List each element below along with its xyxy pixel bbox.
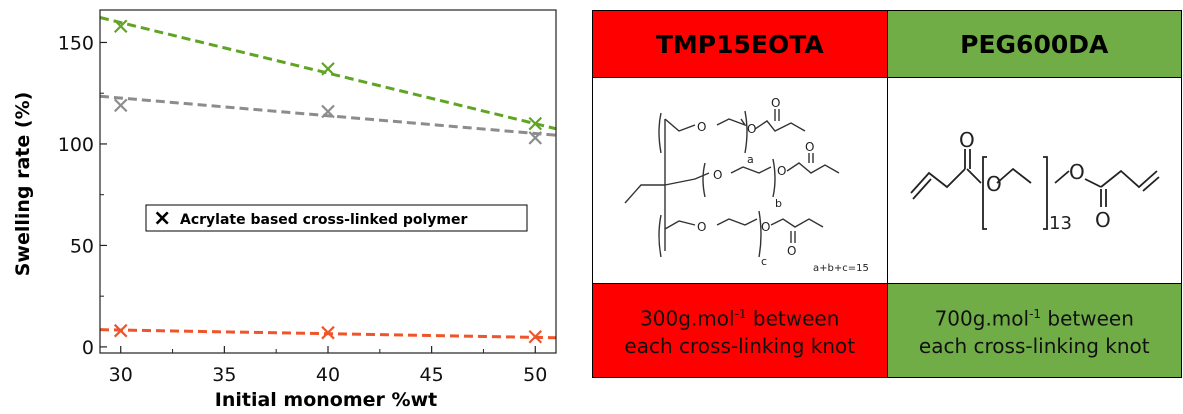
- x-tick-label-30: 30: [109, 364, 133, 386]
- tmp15eota-structure-drawing: O O O O O O O O O a b c a+b+c=15: [624, 96, 869, 274]
- plot-frame: [99, 9, 557, 354]
- y-axis-title: Swelling rate (%): [12, 92, 34, 277]
- y-tick-label-150: 150: [58, 32, 94, 54]
- x-tick-label-45: 45: [420, 364, 444, 386]
- desc-tmp-prefix: 300g.mol: [640, 306, 735, 331]
- legend-label: Acrylate based cross-linked polymer: [180, 212, 467, 228]
- y-tick-label-100: 100: [58, 134, 94, 156]
- fit-line-series-0: [99, 16, 557, 131]
- tmp-sub-b: b: [775, 197, 782, 210]
- desc-tmp-sup: -1: [734, 307, 747, 322]
- peg-o-carbonyl-2: O: [1095, 208, 1111, 232]
- desc-peg-suffix: between: [1041, 306, 1134, 331]
- tmp-o-2: O: [747, 122, 756, 136]
- desc-tmp-suffix: between: [746, 306, 840, 331]
- tmp-o-5: O: [777, 164, 786, 178]
- tmp-o-3: O: [771, 96, 780, 110]
- desc-tmp15eota: 300g.mol-1 between each cross-linking kn…: [592, 283, 888, 378]
- data-point-series-0-0: [113, 19, 128, 34]
- peg-o-ether-1: O: [986, 172, 1002, 196]
- tmp-note: a+b+c=15: [813, 263, 869, 274]
- data-point-series-1-1: [321, 104, 335, 119]
- structure-peg600da: O O O O 13: [886, 77, 1182, 284]
- data-markers: [113, 19, 543, 344]
- structure-tmp15eota: O O O O O O O O O a b c a+b+c=15: [592, 77, 888, 284]
- desc-peg-sup: -1: [1029, 307, 1042, 322]
- y-tick-label-0: 0: [82, 337, 94, 359]
- x-tick-label-35: 35: [212, 364, 236, 386]
- y-tick-label-50: 50: [70, 235, 94, 257]
- tick-marks: [100, 41, 536, 353]
- data-point-series-0-2: [528, 116, 543, 131]
- legend-marker: ×: [153, 206, 171, 231]
- tick-labels: 30 35 40 45 50 0 50 100 150: [58, 32, 548, 386]
- data-point-series-2-0: [113, 323, 128, 338]
- peg-o-carbonyl-1: O: [959, 128, 975, 152]
- tmp-o-6: O: [805, 140, 814, 154]
- tmp-o-8: O: [761, 220, 770, 234]
- tmp-o-9: O: [787, 244, 796, 258]
- x-tick-label-40: 40: [316, 364, 340, 386]
- tmp-o-4: O: [713, 168, 722, 182]
- data-point-series-1-2: [528, 131, 543, 145]
- fit-lines: [99, 16, 557, 340]
- legend: × Acrylate based cross-linked polymer: [145, 204, 528, 232]
- crosslinker-comparison-table: TMP15EOTA PEG600DA: [592, 10, 1182, 378]
- peg-repeat-count: 13: [1049, 213, 1072, 234]
- peg-o-ether-2: O: [1069, 160, 1085, 184]
- data-point-series-2-2: [528, 329, 543, 344]
- x-tick-label-50: 50: [523, 364, 547, 386]
- header-tmp15eota: TMP15EOTA: [592, 10, 888, 78]
- header-peg600da: PEG600DA: [886, 10, 1182, 78]
- tmp-sub-a: a: [747, 153, 754, 166]
- data-point-series-2-1: [321, 325, 335, 340]
- desc-peg-prefix: 700g.mol: [934, 306, 1030, 331]
- data-point-series-1-0: [113, 98, 128, 113]
- desc-peg600da: 700g.mol-1 between each cross-linking kn…: [886, 283, 1182, 378]
- tmp-o-7: O: [697, 220, 706, 234]
- desc-tmp-line2: each cross-linking knot: [624, 333, 856, 358]
- swelling-rate-chart: 30 35 40 45 50 0 50 100 150 × Acrylate based cro…: [12, 9, 557, 411]
- x-axis-title: Initial monomer %wt: [215, 389, 437, 411]
- fit-line-series-1: [99, 94, 557, 137]
- tmp-sub-c: c: [761, 255, 767, 268]
- tmp-o-1: O: [697, 120, 706, 134]
- legend-box: [145, 204, 528, 232]
- peg600da-structure-drawing: O O O O 13: [910, 128, 1160, 234]
- data-point-series-0-1: [321, 62, 335, 76]
- desc-peg-line2: each cross-linking knot: [918, 333, 1150, 358]
